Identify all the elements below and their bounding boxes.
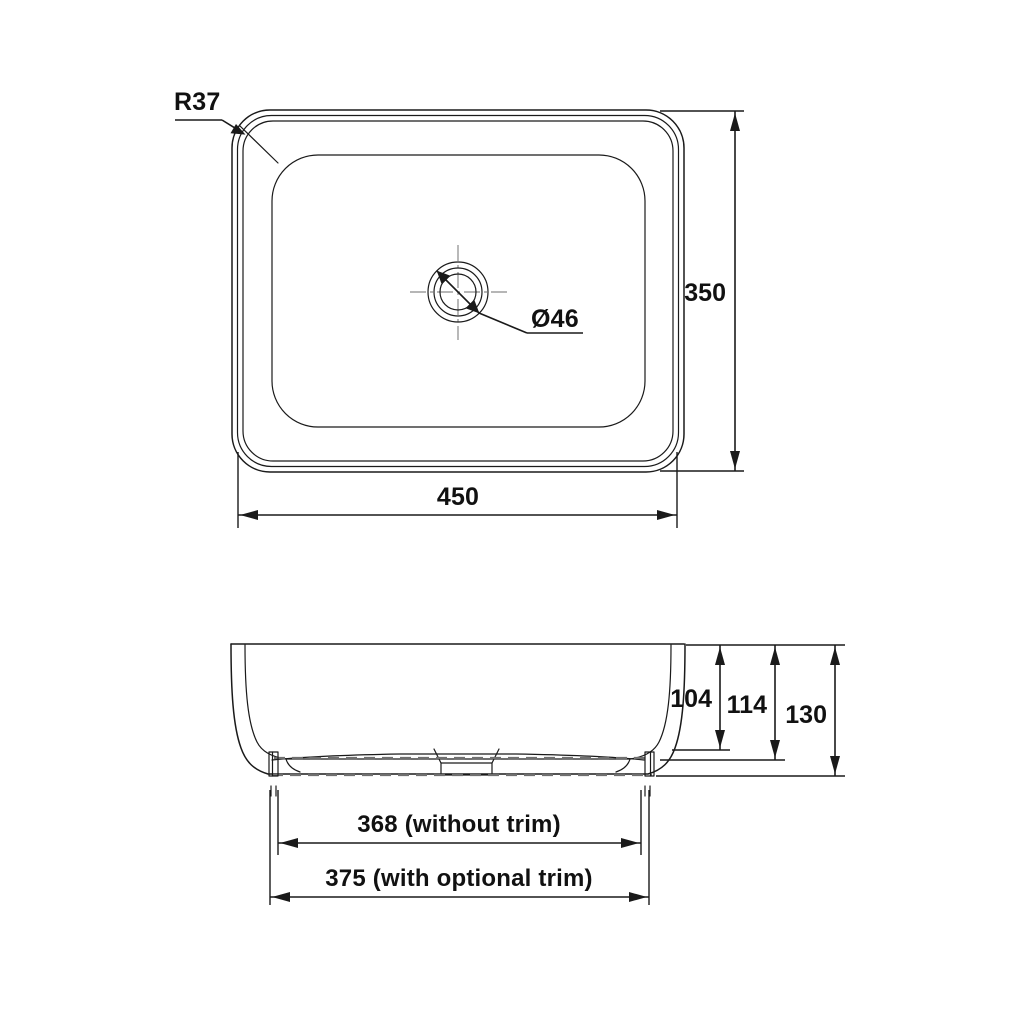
depth-dimension-350: 350 xyxy=(660,110,744,472)
width-dimension-450: 450 xyxy=(237,452,678,528)
elevation-drain-boss xyxy=(433,748,500,764)
arrow-head-375-left xyxy=(272,892,290,902)
width-dimension-label: 450 xyxy=(437,483,479,511)
rim-inner-outline xyxy=(242,120,674,462)
arrow-head-104-bottom xyxy=(715,730,725,748)
base-step-left xyxy=(285,758,301,773)
depth-dimension-label: 350 xyxy=(684,279,726,307)
drain-diameter-dimension: Ø46 xyxy=(436,270,583,334)
corner-radius-callout: R37 xyxy=(174,88,279,164)
drain-circle-outer xyxy=(427,261,489,323)
drain-diameter-label: Ø46 xyxy=(531,305,579,333)
arrow-head-radius xyxy=(230,124,246,135)
arrow-head-104-top xyxy=(715,647,725,665)
arrow-head-130-top xyxy=(830,647,840,665)
height-dimension-114-label: 114 xyxy=(727,691,767,719)
bowl-opening-outline xyxy=(271,154,646,428)
plan-view: Ø46 R37 350 450 xyxy=(174,88,744,528)
rim-middle-outline xyxy=(236,114,680,468)
arrow-head-368-left xyxy=(280,838,298,848)
base-step-right xyxy=(615,758,631,773)
arrow-head-450-right xyxy=(657,510,675,520)
arrow-head-114-bottom xyxy=(770,740,780,758)
height-dimension-130: 130 xyxy=(656,645,845,777)
arrow-head-350-top xyxy=(730,113,740,131)
arrow-head-368-right xyxy=(621,838,639,848)
height-dimension-104: 104 xyxy=(670,645,730,751)
arrow-head-450-left xyxy=(240,510,258,520)
arrow-head-drain-lower xyxy=(465,299,480,314)
drain-circle-middle xyxy=(433,267,483,317)
corner-radius-label: R37 xyxy=(174,88,220,116)
rim-outer-outline xyxy=(231,109,685,473)
arrow-head-114-top xyxy=(770,647,780,665)
base-dimension-368-label: 368 (without trim) xyxy=(357,811,561,838)
arrow-head-130-bottom xyxy=(830,756,840,774)
trim-bracket-right xyxy=(644,751,655,777)
height-dimension-114: 114 xyxy=(660,645,785,761)
drain-circle-inner xyxy=(439,273,477,311)
base-dimension-375: 375 (with optional trim) xyxy=(269,790,650,905)
arrow-head-drain-upper xyxy=(436,270,451,285)
height-dimension-130-label: 130 xyxy=(785,701,827,729)
front-elevation-view: 104 114 130 368 (without trim) xyxy=(230,643,845,905)
trim-bracket-left xyxy=(268,751,279,777)
arrow-head-350-bottom xyxy=(730,451,740,469)
arrow-head-375-right xyxy=(629,892,647,902)
base-dimension-368: 368 (without trim) xyxy=(277,790,642,855)
base-dimension-375-label: 375 (with optional trim) xyxy=(325,865,592,892)
height-dimension-104-label: 104 xyxy=(670,685,712,713)
